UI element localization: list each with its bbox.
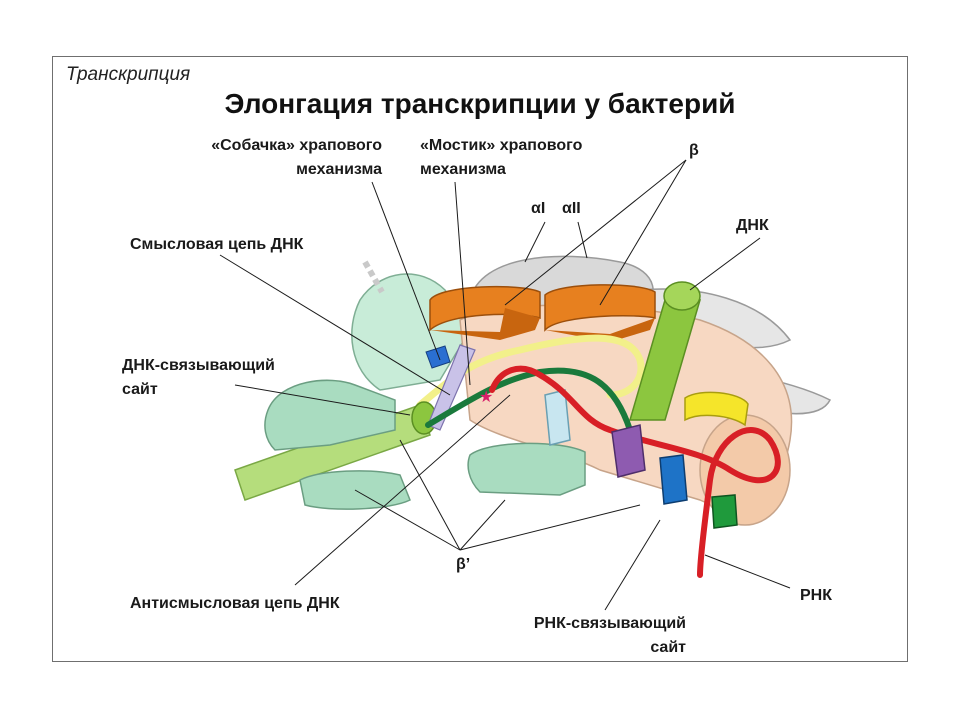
rna-label: РНК — [800, 587, 832, 604]
dna-binding-box — [425, 345, 451, 369]
alpha1-label: αI — [531, 200, 546, 217]
page-title: Элонгация транскрипции у бактерий — [224, 88, 736, 119]
antisense-strand-label: Антисмысловая цепь ДНК — [130, 595, 340, 612]
alpha2-label: αII — [562, 200, 581, 217]
bridge-label-line1: «Мостик» храпового — [420, 137, 583, 154]
pawl-label: «Собачка» храпового механизма — [150, 134, 382, 182]
pawl-label-line1: «Собачка» храпового — [211, 137, 382, 154]
upstream-fade — [362, 260, 385, 294]
section-label: Транскрипция — [66, 64, 191, 85]
rna-binding-site-label: РНК-связывающий сайт — [470, 612, 686, 660]
active-site-star: ★ — [479, 387, 493, 406]
dna-binding-site-label: ДНК-связывающий сайт — [122, 354, 275, 402]
dna-binding-site-line1: ДНК-связывающий — [122, 357, 275, 374]
rna-binding-site-line2: сайт — [650, 639, 686, 656]
beta-prime-label: β’ — [456, 556, 471, 573]
dna-binding-site-line2: сайт — [122, 381, 158, 398]
rna-strand — [489, 365, 781, 578]
beta-pads — [429, 284, 656, 342]
sense-strand-label: Смысловая цепь ДНК — [130, 236, 304, 253]
beta-label: β — [689, 142, 699, 159]
rna-binding-site-line1: РНК-связывающий — [533, 615, 686, 632]
bridge-label-line2: механизма — [420, 161, 506, 178]
rna-binding-site — [611, 424, 738, 529]
dna-label: ДНК — [736, 217, 769, 234]
leader-lines — [219, 159, 791, 611]
pawl-label-line2: механизма — [296, 161, 382, 178]
yellow-block — [684, 391, 749, 427]
bridge-label: «Мостик» храпового механизма — [420, 134, 582, 182]
pawl-stick — [427, 344, 476, 431]
